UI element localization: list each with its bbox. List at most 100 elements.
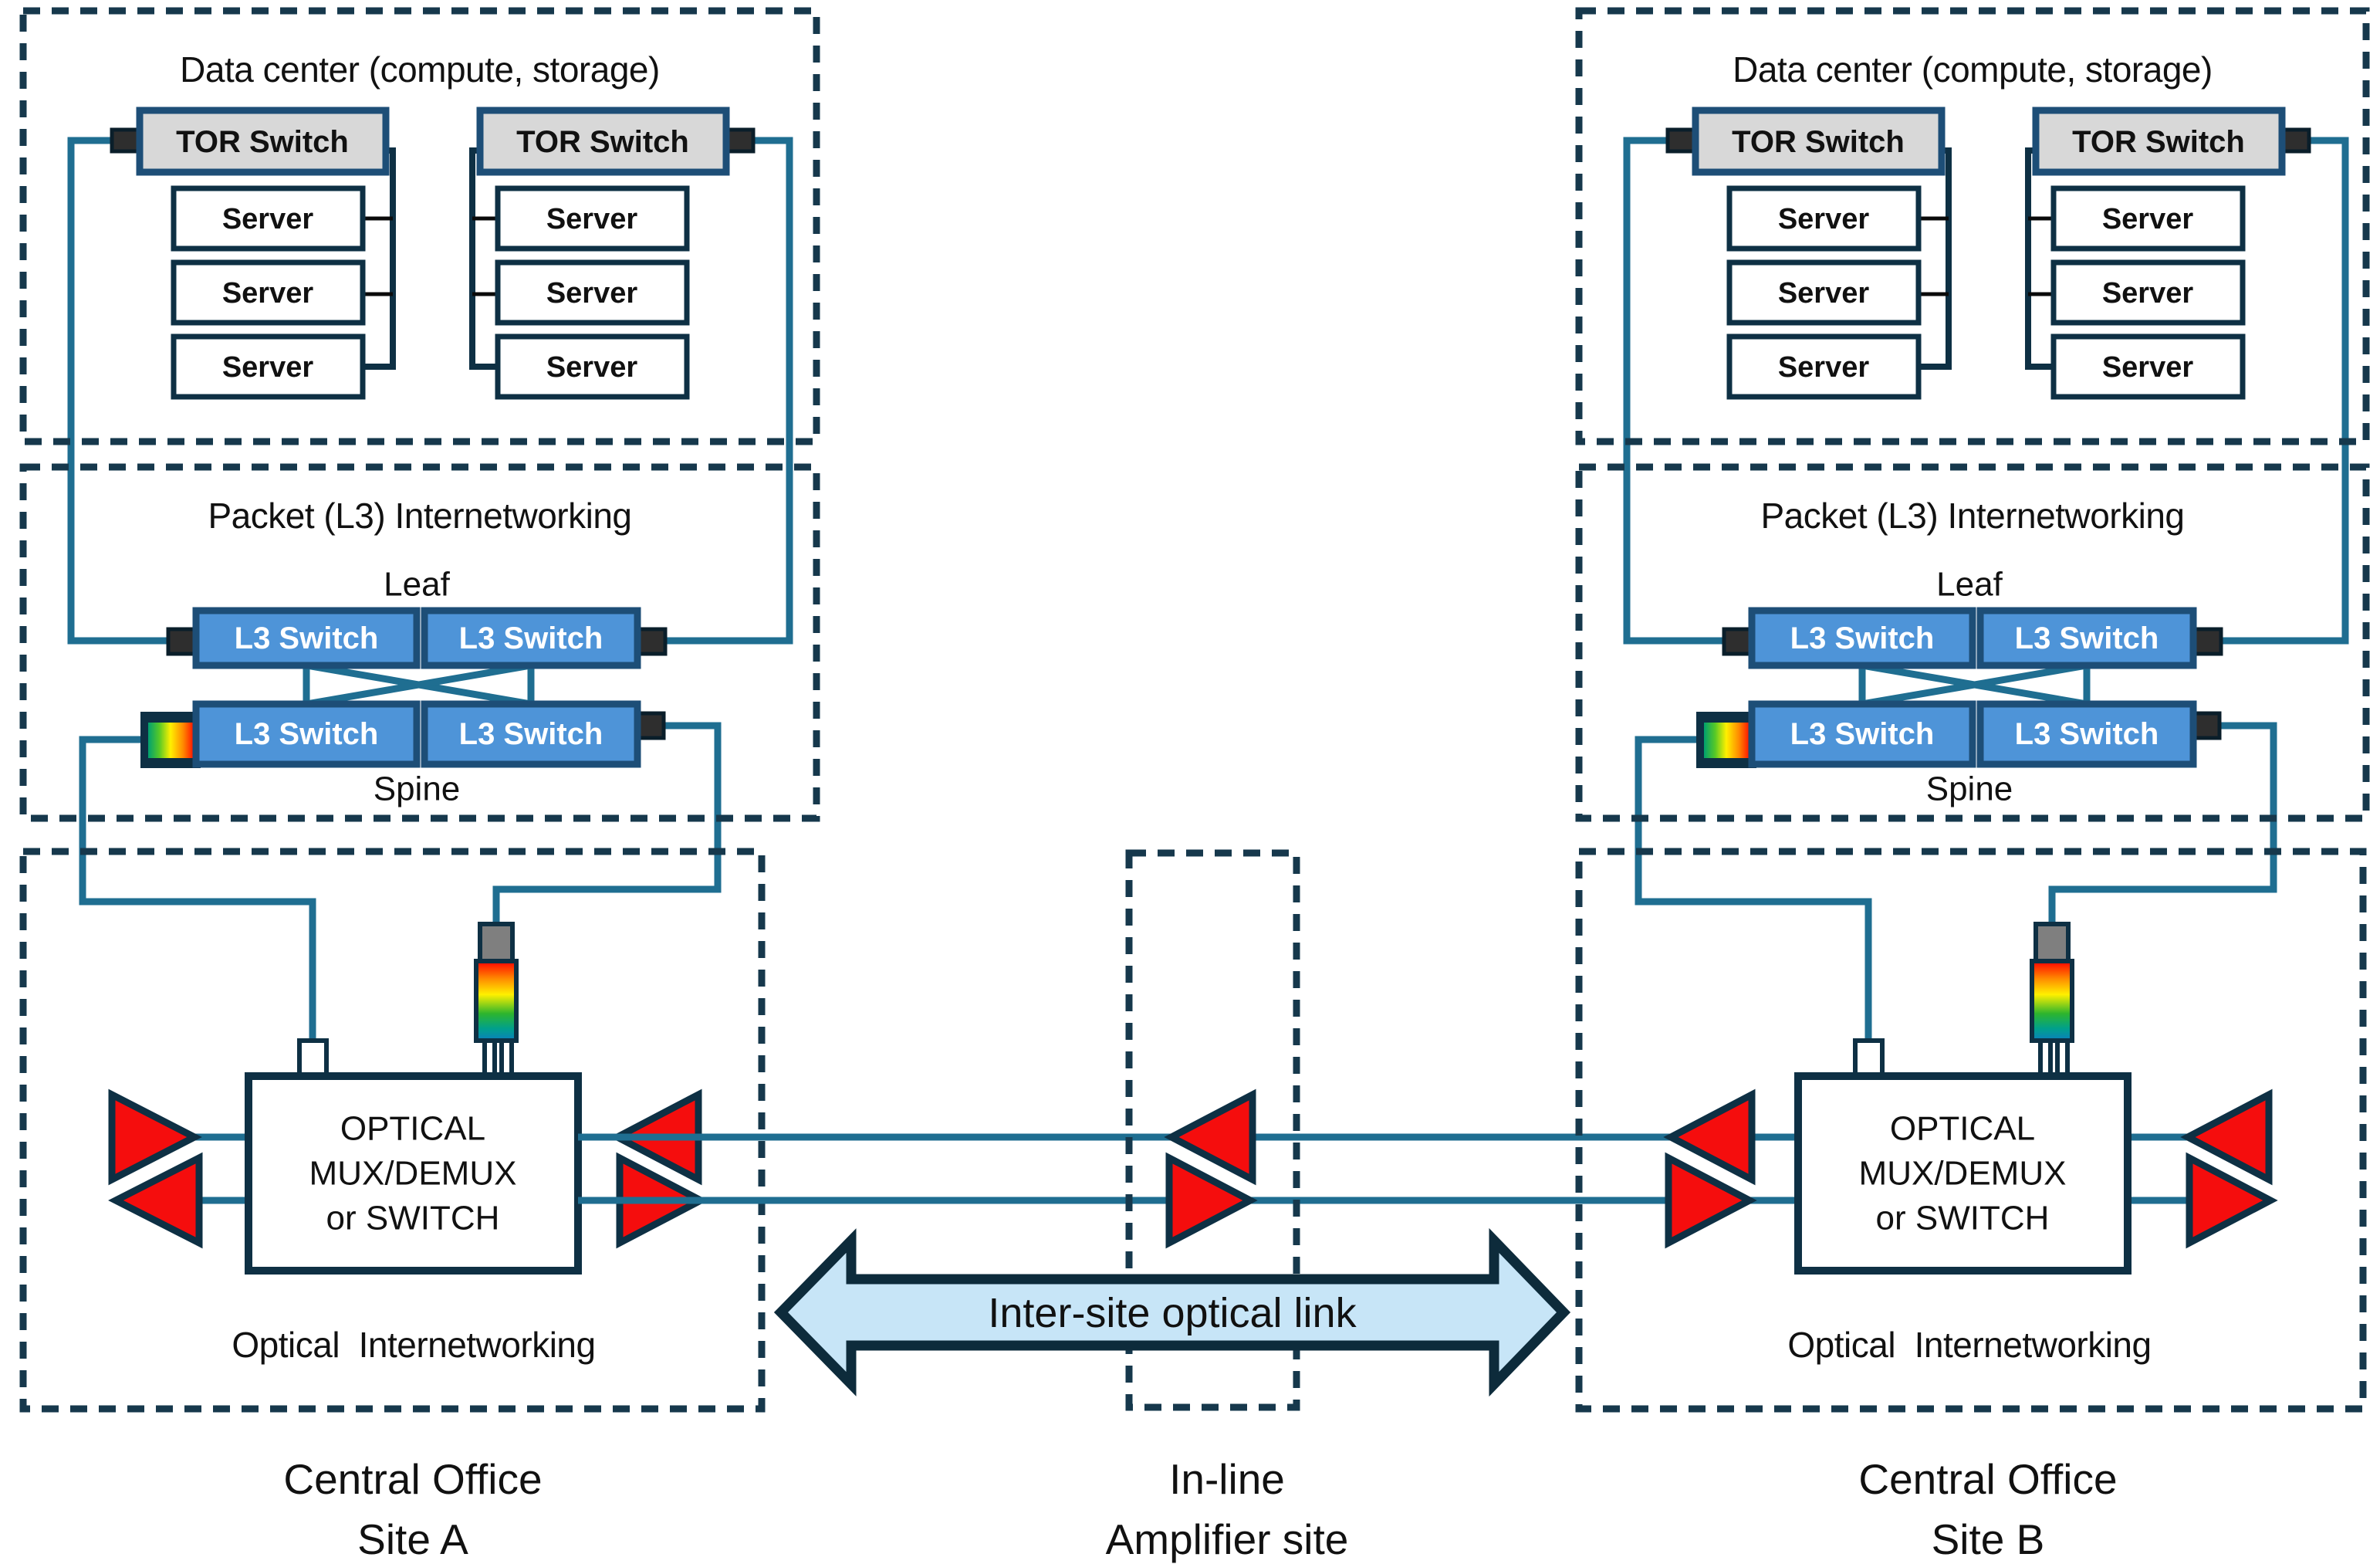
site-a-optical-internetworking: OPTICAL MUX/DEMUX or SWITCH Optical Inte… [19,848,766,1413]
mux-label-line1: OPTICAL [1890,1110,2035,1148]
site-b-data-center-title: Data center (compute, storage) [1733,49,2213,90]
site-a-optical-label: Optical Internetworking [232,1325,595,1365]
site-a-caption-line2: Site A [357,1515,468,1563]
inline-amplifier-site: In-line Amplifier site [1106,849,1348,1563]
site-b-data-center: Data center (compute, storage) TOR Switc… [1575,7,2370,445]
mux-label-line1: OPTICAL [340,1110,485,1148]
site-a-spine-label: Spine [374,770,461,808]
server-label: Server [1778,277,1870,310]
site-a-spine-switch-2 [421,700,641,768]
site-b-caption-line1: Central Office [1858,1455,2117,1503]
server-label: Server [222,351,314,384]
site-b-packet-box [1575,463,2370,822]
inter-site-link-arrow: Inter-site optical link [773,1227,1571,1397]
site-a-tor2-uplink-wire [665,137,793,645]
server-label: Server [2102,203,2194,235]
site-b-leaf-label: Leaf [1936,566,2003,604]
server-label: Server [1778,351,1870,384]
l3-switch-label: L3 Switch [459,717,603,751]
server-label: Server [2102,351,2194,384]
site-b-tor2-trunk [2025,147,2054,370]
site-b-spine-switch-1 [1748,700,1976,768]
site-a-tor-switch-2 [476,107,730,176]
site-a-data-center-title: Data center (compute, storage) [180,49,660,90]
leaf-spine-link [306,662,532,708]
site-a-spine2-downlink-wire [492,722,722,926]
site-b-leaf-switch-2 [1976,607,2197,669]
site-a-packet-box [19,463,820,822]
mux-input-port [297,1038,329,1078]
server-label: Server [222,277,314,310]
site-b-tor1-uplink-wire [1623,137,1727,645]
wdm-port-icon [1696,712,1756,768]
server-box [495,259,690,326]
site-b: Data center (compute, storage) TOR Switc… [1575,7,2370,1563]
site-a-optical-box [19,848,766,1413]
server-label: Server [222,203,314,235]
site-b-tor1-trunk [1919,147,1952,370]
server-box [1726,185,1922,252]
optical-amplifier-icon [108,1088,202,1186]
server-box [495,185,690,252]
site-a-leaf-label: Leaf [384,566,450,604]
site-b-spine-label: Spine [1926,770,2013,808]
site-a-server-rack-1: Server Server Server [171,185,366,400]
server-box [2050,333,2246,400]
server-label: Server [2102,277,2194,310]
server-box [2050,185,2246,252]
site-a-packet-title: Packet (L3) Internetworking [208,496,632,536]
l3-switch-label: L3 Switch [235,717,379,751]
wdm-port-icon [140,712,201,768]
site-a-mux-box [245,1072,582,1275]
l3-switch-label: L3 Switch [2015,717,2159,751]
l3-switch-label: L3 Switch [2015,621,2159,655]
site-b-tor-switch-1 [1692,107,1946,176]
site-b-optical-internetworking: OPTICAL MUX/DEMUX or SWITCH Optical Inte… [1575,848,2367,1413]
site-a-data-center-box [19,7,820,445]
optical-amplifier-icon [2186,1152,2278,1249]
wdm-transceiver-icon [474,922,519,1078]
site-b-tor-switch-2 [2032,107,2286,176]
server-label: Server [1778,203,1870,235]
server-box [171,185,366,252]
site-b-server-rack-2: Server Server Server [2050,185,2246,400]
site-a-server-rack-2: Server Server Server [495,185,690,400]
mux-input-port [1853,1038,1885,1078]
inline-amplifier-box [1125,849,1300,1411]
l3-switch-label: L3 Switch [1790,621,1935,655]
site-a-tor1-uplink-wire [67,137,171,645]
site-b-spine1-downlink-wire [1635,736,1872,1044]
site-b-optical-box [1575,848,2367,1413]
site-a-tor2-trunk [469,147,498,370]
site-b-mux-box [1794,1072,2132,1275]
optical-amplifier-icon [108,1152,203,1249]
server-box [171,333,366,400]
site-a-spine-switch-1 [192,700,421,768]
mux-label-line3: or SWITCH [1876,1200,2050,1237]
mux-label-line3: or SWITCH [326,1200,500,1237]
site-b-packet-title: Packet (L3) Internetworking [1761,496,2185,536]
server-box [495,333,690,400]
site-a-data-center: Data center (compute, storage) TOR Switc… [19,7,820,445]
server-label: Server [546,277,638,310]
l3-switch-label: L3 Switch [459,621,603,655]
mux-label-line2: MUX/DEMUX [309,1155,517,1193]
leaf-spine-link [1861,662,2088,708]
server-label: Server [546,203,638,235]
server-label: Server [546,351,638,384]
tor-switch-label: TOR Switch [516,125,689,159]
tor-switch-label: TOR Switch [2072,125,2245,159]
site-a-caption-line1: Central Office [283,1455,542,1503]
site-a-packet-internetworking: Packet (L3) Internetworking Leaf L3 Swit… [19,463,820,822]
site-b-leaf-switch-1 [1748,607,1976,669]
site-b-data-center-box [1575,7,2370,445]
optical-amplifier-icon [1665,1152,1757,1249]
optical-amplifier-icon [1164,1088,1256,1186]
site-a: Data center (compute, storage) TOR Switc… [19,7,820,1563]
tor-switch-label: TOR Switch [176,125,349,159]
optical-amplifier-icon [2180,1088,2273,1186]
double-arrow-icon [773,1227,1571,1397]
server-box [1726,333,1922,400]
